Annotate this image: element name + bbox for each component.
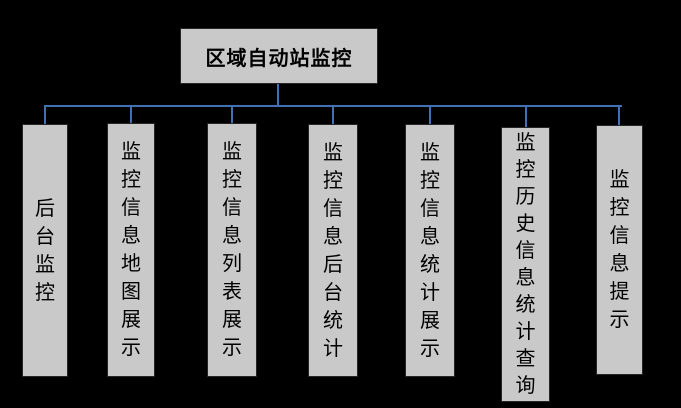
connector-stub-2 [130,105,132,124]
child-node-backend-statistics: 监控信息后台统计 [308,124,358,377]
root-node-label: 区域自动站监控 [205,47,353,70]
root-node: 区域自动站监控 [180,28,378,84]
connector-stub-7 [618,105,620,126]
child-node-label: 后台监控 [35,197,55,304]
connector-stub-6 [525,105,527,128]
child-node-label: 监控信息地图展示 [121,141,141,359]
child-node-map-display: 监控信息地图展示 [107,123,155,377]
connector-trunk [277,84,279,106]
child-node-statistics-display: 监控信息统计展示 [405,124,455,377]
child-node-label: 监控信息列表展示 [222,141,242,359]
child-node-label: 监控信息后台统计 [323,141,343,360]
child-node-label: 监控信息统计展示 [420,141,440,360]
child-node-info-tips: 监控信息提示 [596,125,643,375]
child-node-list-display: 监控信息列表展示 [207,123,257,377]
child-node-label: 监控历史信息统计查询 [515,131,536,397]
connector-stub-3 [231,105,233,124]
child-node-backend-monitoring: 后台监控 [22,124,68,377]
connector-stub-4 [332,105,334,125]
child-node-label: 监控信息提示 [609,169,630,331]
connector-stub-5 [429,105,431,125]
child-node-history-statistics-query: 监控历史信息统计查询 [501,127,550,402]
connector-stub-1 [44,105,46,125]
